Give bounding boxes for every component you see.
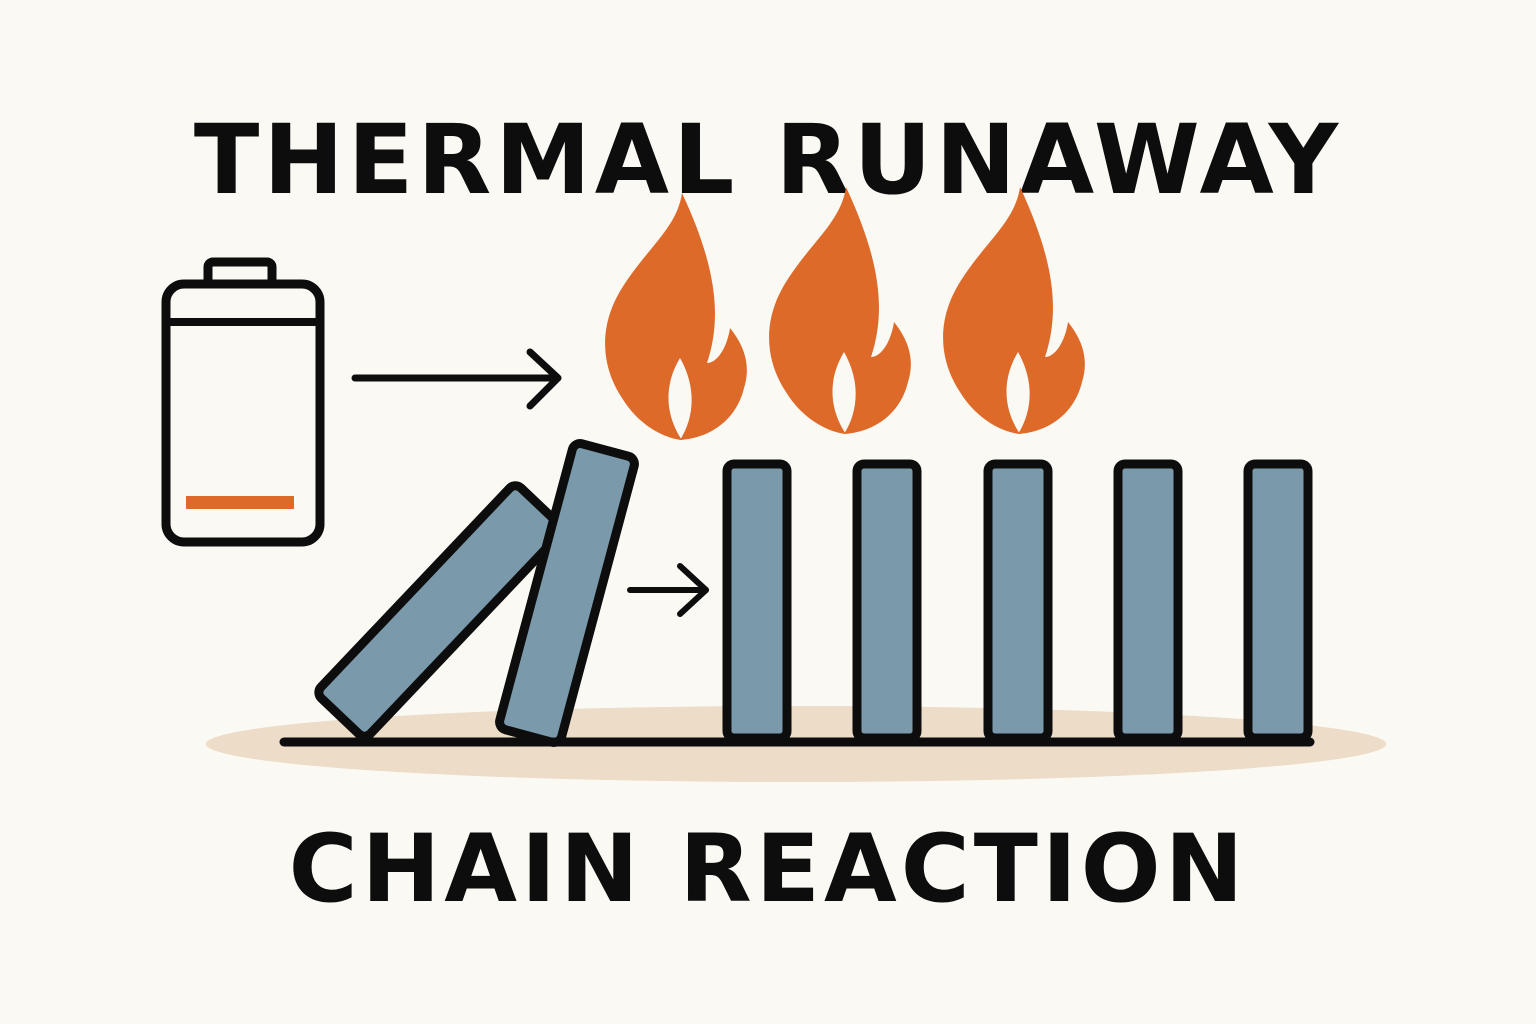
flame-icon: [605, 193, 747, 440]
domino-standing: [1243, 459, 1313, 743]
battery-icon: [161, 257, 325, 547]
domino-fallen: [314, 481, 566, 741]
page-title: THERMAL RUNAWAY: [193, 104, 1343, 216]
arrow-right-icon: [627, 563, 709, 617]
domino-fallen: [495, 439, 639, 747]
page-subtitle: CHAIN REACTION: [288, 815, 1248, 924]
domino-standing: [722, 459, 792, 743]
domino-standing: [983, 459, 1053, 743]
battery-level-bar: [186, 496, 294, 509]
flame-icon: [943, 187, 1085, 434]
arrow-right-icon: [351, 348, 562, 410]
domino-standing: [1113, 459, 1183, 743]
flame-icon: [769, 187, 911, 434]
domino-standing: [852, 459, 922, 743]
